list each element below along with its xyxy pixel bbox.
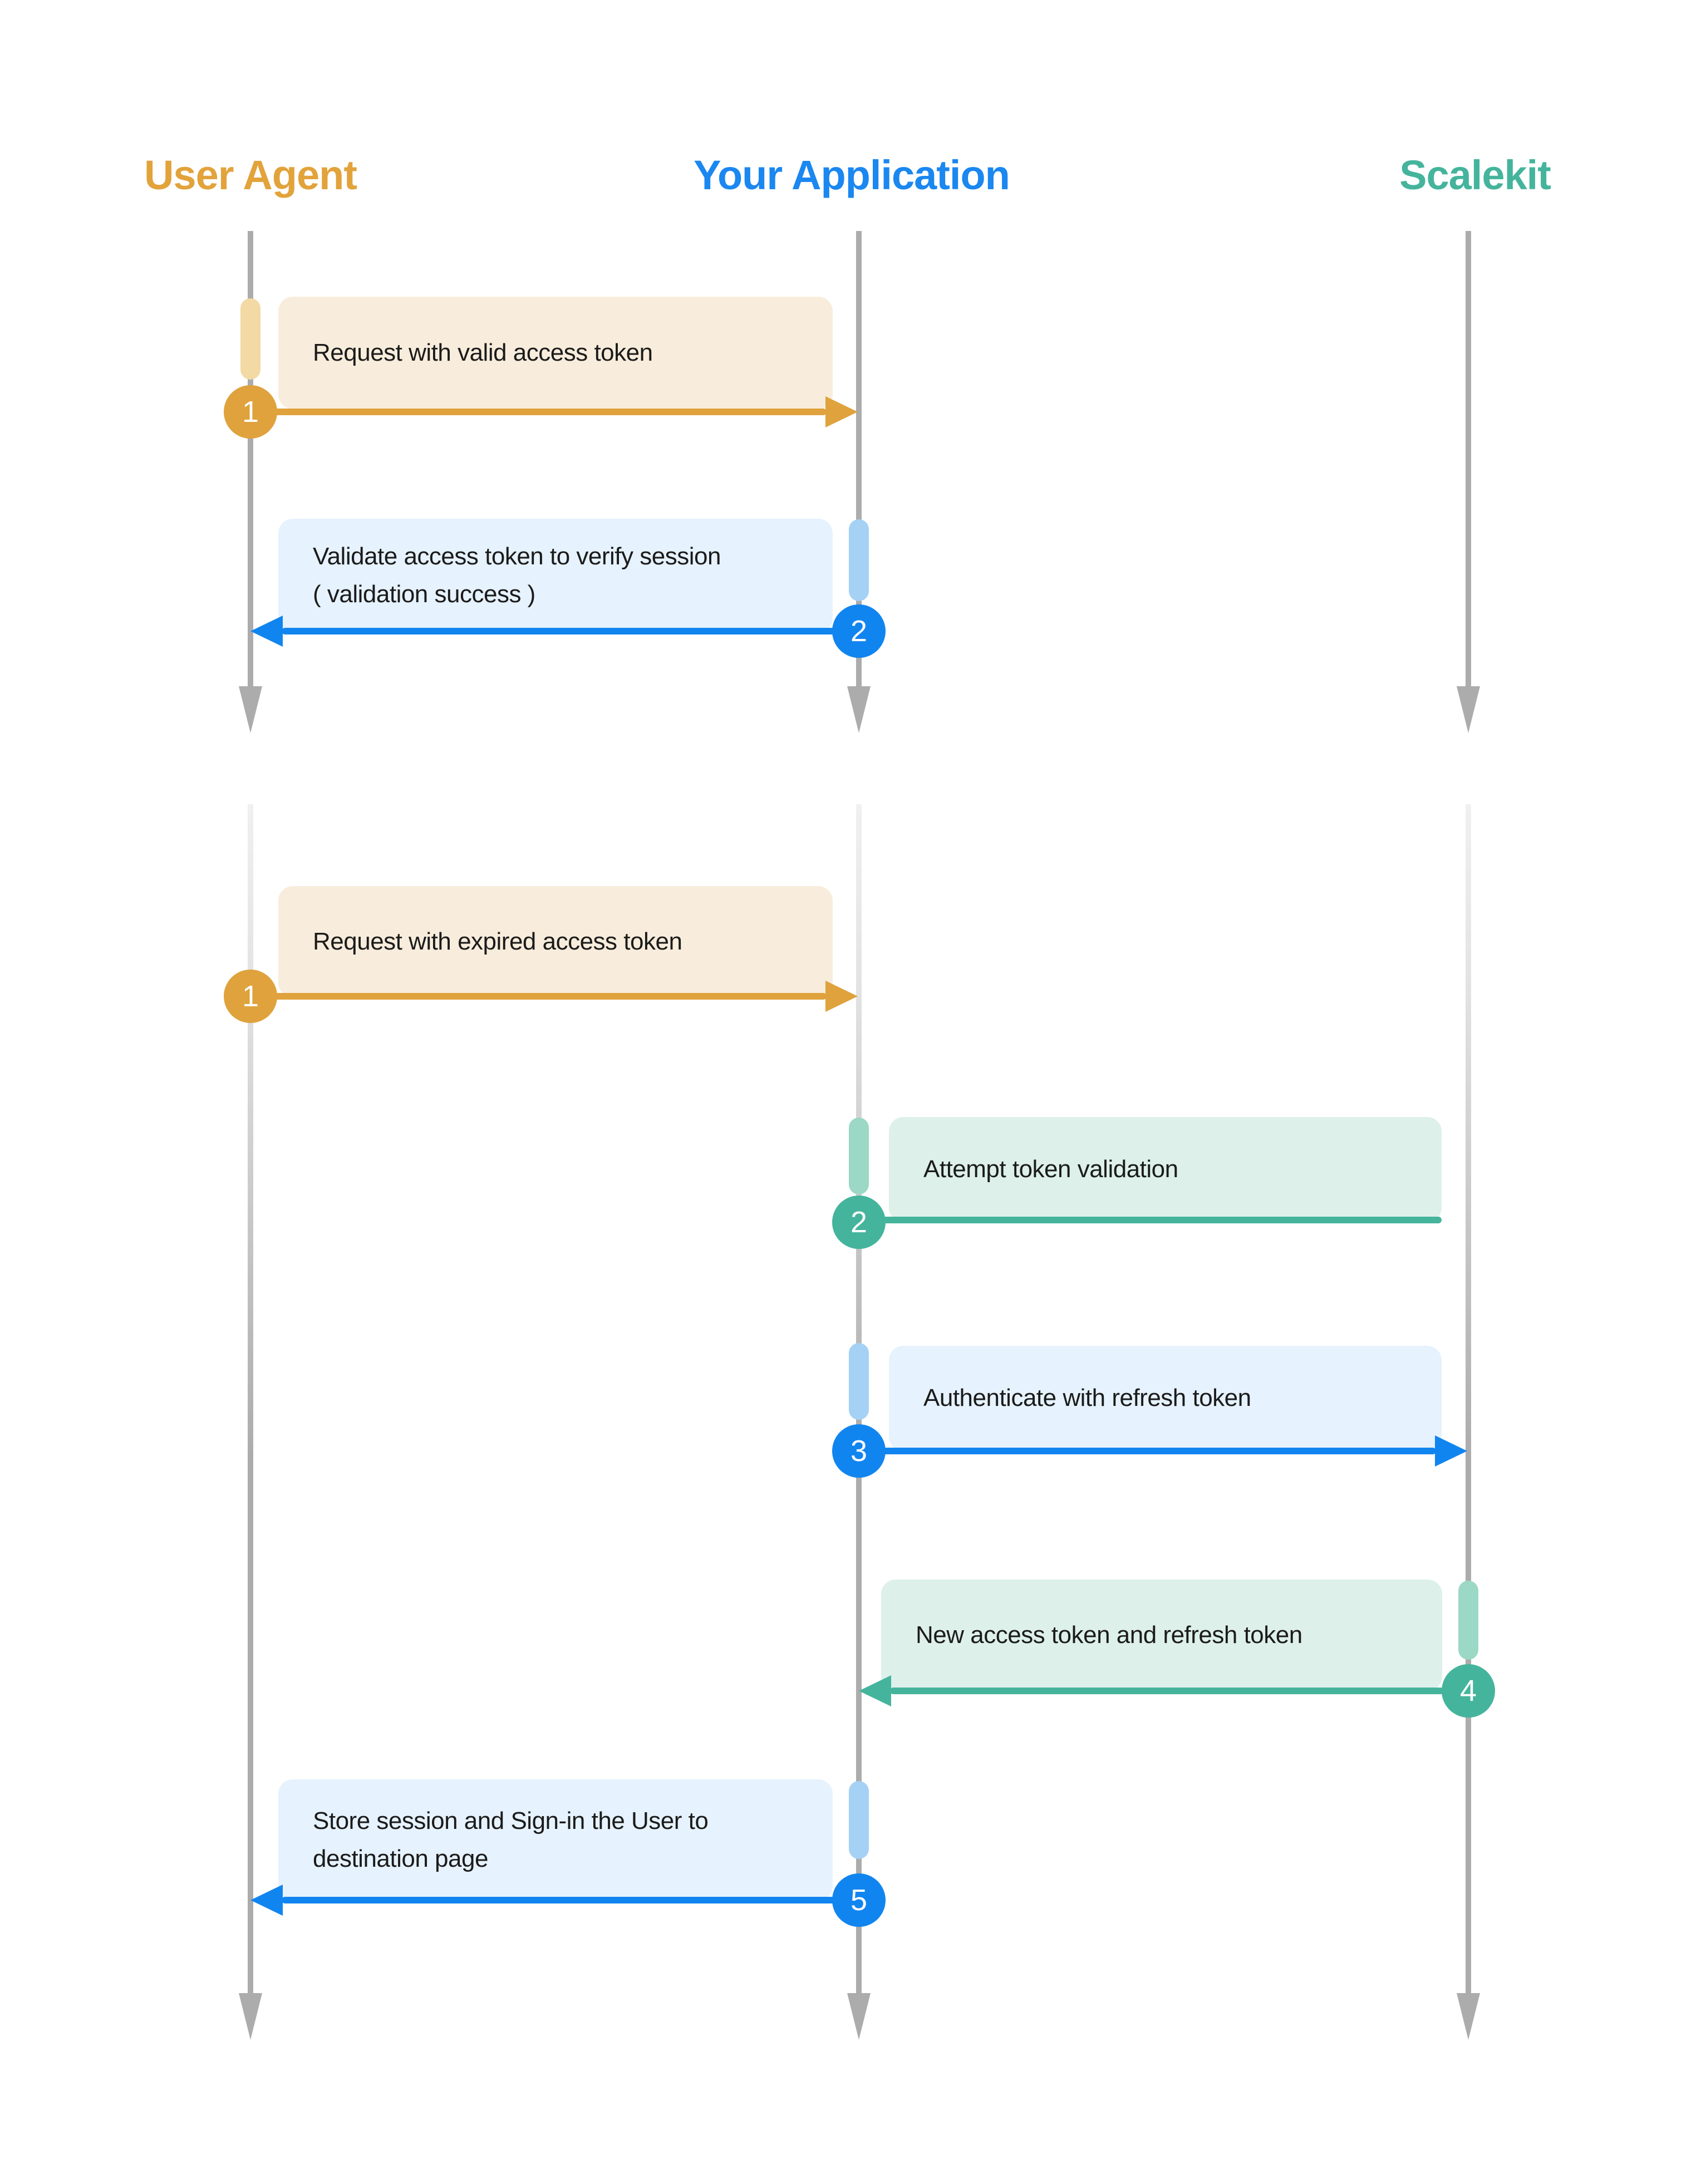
activation-your-application-attempt (849, 1118, 869, 1194)
activation-user-agent-flow1 (240, 298, 260, 380)
activation-your-application-refresh (849, 1343, 869, 1420)
actor-user-agent: User Agent (144, 152, 357, 198)
message-box-validate-token: Validate access token to verify session … (278, 519, 833, 632)
message-box-request-valid-token: Request with valid access token (278, 297, 833, 409)
message-label: Authenticate with refresh token (923, 1384, 1251, 1412)
arrow-request-valid-token (250, 409, 827, 415)
step-circle-1b: 1 (224, 970, 277, 1023)
step-circle-2: 2 (832, 604, 886, 658)
arrow-validate-token (282, 628, 859, 634)
message-label: Store session and Sign-in the User to de… (313, 1807, 709, 1872)
message-label: Attempt token validation (923, 1155, 1178, 1183)
message-box-new-tokens: New access token and refresh token (881, 1580, 1442, 1691)
step-circle-3: 3 (832, 1424, 886, 1478)
message-box-request-expired-token: Request with expired access token (278, 886, 833, 997)
arrow-request-expired-token (250, 993, 827, 1000)
activation-your-application-flow1 (849, 519, 869, 601)
message-label: Request with valid access token (313, 338, 653, 366)
step-circle-5: 5 (832, 1873, 886, 1927)
lifeline-user-agent-section1 (248, 231, 253, 686)
line-attempt-validation (859, 1217, 1442, 1223)
step-circle-2b: 2 (832, 1196, 886, 1249)
message-label: Request with expired access token (313, 927, 682, 955)
activation-scalekit-new-token (1458, 1581, 1478, 1660)
message-box-authenticate-refresh: Authenticate with refresh token (889, 1346, 1442, 1451)
activation-your-application-store (849, 1781, 869, 1859)
lifeline-user-agent-section2 (248, 804, 253, 1993)
actor-scalekit: Scalekit (1399, 152, 1551, 198)
actor-your-application: Your Application (694, 152, 1010, 198)
message-label: Validate access token to verify session … (313, 542, 721, 608)
lifeline-your-application-section1 (856, 231, 862, 686)
step-circle-1: 1 (224, 385, 277, 439)
lifeline-scalekit-section2 (1466, 804, 1471, 1993)
arrow-new-tokens (890, 1688, 1468, 1694)
message-label: New access token and refresh token (916, 1621, 1302, 1649)
arrow-authenticate-refresh (859, 1448, 1436, 1454)
lifeline-scalekit-section1 (1466, 231, 1471, 686)
arrow-store-session (282, 1897, 859, 1903)
message-box-attempt-validation: Attempt token validation (889, 1117, 1442, 1222)
message-box-store-session: Store session and Sign-in the User to de… (278, 1779, 833, 1901)
step-circle-4: 4 (1442, 1664, 1495, 1718)
